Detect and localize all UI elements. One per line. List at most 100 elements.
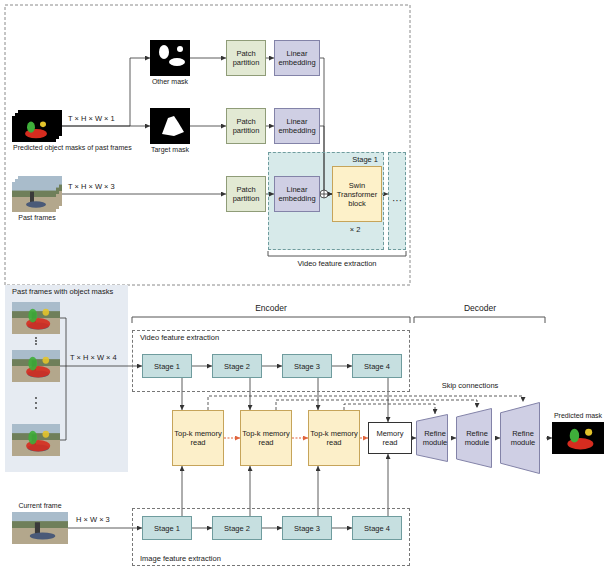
linear-embedding-box: Linear embedding xyxy=(274,108,320,144)
stage-box: Stage 2 xyxy=(212,354,262,378)
node-text: Top-k memory read xyxy=(309,429,359,447)
node-text: Stage 3 xyxy=(293,524,321,533)
node-text: Image feature extraction xyxy=(139,554,222,563)
node-text: Stage 2 xyxy=(223,524,251,533)
image-thumbnail: Past frames xyxy=(12,176,62,212)
node-text: Stage 1 xyxy=(153,362,181,371)
label-holder: H × W × 3 xyxy=(76,515,110,524)
node-text: Patch partition xyxy=(227,49,265,67)
patch-partition-box: Patch partition xyxy=(226,176,266,212)
linear-embedding-box: Linear embedding xyxy=(274,176,320,212)
refine-module: Refine module xyxy=(456,408,498,468)
region-fill xyxy=(5,285,128,472)
sum-symbol xyxy=(320,190,328,198)
connector-arrow xyxy=(224,437,240,438)
node-text: Predicted object masks of past frames xyxy=(12,144,133,152)
label-holder: T × H × W × 4 xyxy=(70,353,117,362)
node-text: Video feature extraction xyxy=(139,333,220,342)
stage-box: Stage 4 xyxy=(352,516,402,540)
bracket xyxy=(132,317,410,323)
stage-box: Stage 1 xyxy=(142,354,192,378)
stage-box: Stage 2 xyxy=(212,516,262,540)
label-holder: Decoder xyxy=(464,303,496,313)
node-text: Target mask xyxy=(150,146,190,154)
connector-arrow xyxy=(62,194,226,195)
connector-arrow xyxy=(266,58,274,59)
connector-arrow xyxy=(190,58,226,59)
label-holder: Video feature extraction xyxy=(297,259,376,268)
label-holder: T × H × W × 3 xyxy=(68,182,115,191)
connector-arrow xyxy=(388,454,389,516)
photo-thumbnail xyxy=(12,182,56,212)
label-holder: T × H × W × 1 xyxy=(68,114,115,123)
memory-read-box: Memory read xyxy=(368,422,412,454)
annotation-label: T × H × W × 1 xyxy=(68,114,115,123)
photo-thumbnail xyxy=(12,350,60,382)
node-text: Current frame xyxy=(17,502,62,510)
connector-arrow xyxy=(454,438,456,439)
connector-arrow xyxy=(62,126,150,127)
connector-arrow xyxy=(190,126,226,127)
ellipsis-dot xyxy=(35,402,37,404)
topk-memory-read-box: Top-k memory read xyxy=(308,410,360,466)
connector-arrow xyxy=(192,528,212,529)
image-thumbnail: Target mask xyxy=(150,108,190,144)
connector-arrow xyxy=(498,438,500,439)
connector-arrow xyxy=(192,366,212,367)
mask-thumbnail xyxy=(150,40,190,76)
ellipsis-dot xyxy=(35,397,37,399)
linear-embedding-box: Linear embedding xyxy=(274,40,320,76)
inset-frame xyxy=(5,5,410,285)
connector-arrow xyxy=(266,126,274,127)
connector-arrow xyxy=(276,400,477,410)
node-text: Stage 2 xyxy=(223,362,251,371)
input-region: Past frames with object masks xyxy=(5,285,128,472)
ellipsis-dot xyxy=(35,340,37,342)
stage-region: ··· xyxy=(388,152,406,250)
node-text: Past frames with object masks xyxy=(11,287,114,296)
node-text: Swin Transformer block xyxy=(333,181,381,208)
image-thumbnail: Predicted object masks of past frames xyxy=(12,110,62,142)
annotation-label: H × W × 3 xyxy=(76,515,110,524)
node-text: Linear embedding xyxy=(275,185,319,203)
label-holder: Encoder xyxy=(255,303,287,313)
connector-arrow xyxy=(318,378,319,410)
node-text: Top-k memory read xyxy=(173,429,223,447)
connector-arrow xyxy=(320,58,332,194)
connector-arrow xyxy=(360,437,368,438)
label-holder: Skip connections xyxy=(442,381,499,390)
region-fill xyxy=(268,152,384,250)
mask-thumbnail xyxy=(12,116,56,142)
connector-arrow xyxy=(292,437,308,438)
node-text: Refine module xyxy=(456,429,498,447)
annotation-label: Encoder xyxy=(255,303,287,313)
node-text: Patch partition xyxy=(227,185,265,203)
stage-box: Stage 1 xyxy=(142,516,192,540)
swin-transformer-block: Swin Transformer block xyxy=(332,166,382,222)
node-text: Past frames xyxy=(17,214,56,222)
node-text: Refine module xyxy=(500,429,546,447)
annotation-label: × 2 xyxy=(350,225,361,234)
stage-box: Stage 3 xyxy=(282,516,332,540)
annotation-label: T × H × W × 4 xyxy=(70,353,117,362)
stage-region: Linear embeddingSwin Transformer blockSt… xyxy=(268,152,384,250)
feature-extraction-group: Stage 1 Stage 2 Stage 3 Stage 4 Image featur… xyxy=(132,508,410,566)
node-text: Linear embedding xyxy=(275,117,319,135)
node-text: Stage 4 xyxy=(363,362,391,371)
node-text: Top-k memory read xyxy=(241,429,291,447)
node-text: ··· xyxy=(391,195,403,207)
node-text: Refine module xyxy=(416,429,454,447)
refine-module: Refine module xyxy=(500,402,546,474)
patch-partition-box: Patch partition xyxy=(226,108,266,144)
connector-arrow xyxy=(182,378,183,410)
topk-memory-read-box: Top-k memory read xyxy=(240,410,292,466)
connector-arrow xyxy=(412,438,416,439)
node-text: Patch partition xyxy=(227,117,265,135)
mask-thumbnail xyxy=(552,422,604,454)
region-fill xyxy=(388,152,406,250)
connector-arrow xyxy=(320,126,332,194)
sum-symbol xyxy=(320,190,328,198)
ellipsis-dot xyxy=(35,337,37,339)
